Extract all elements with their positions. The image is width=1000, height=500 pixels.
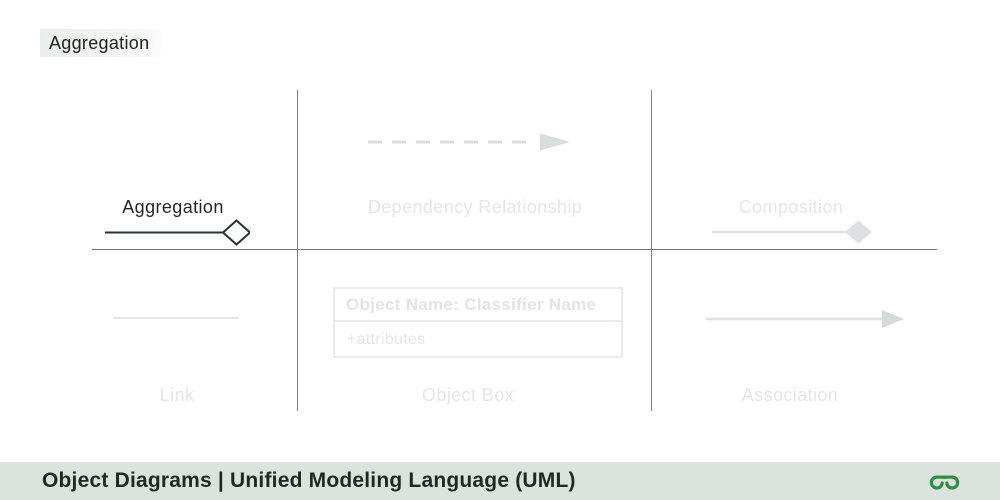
footer-bar: Object Diagrams | Unified Modeling Langu… (0, 462, 1000, 500)
geeksforgeeks-logo (929, 475, 960, 490)
cell-label-composition: Composition (738, 197, 844, 217)
dashed-arrow-icon (368, 133, 570, 151)
cell-object-box[interactable]: Object Name: Classifier Name +attributes… (297, 250, 651, 411)
grid-vertical-divider-2 (651, 90, 652, 411)
grid-horizontal-divider (92, 249, 937, 250)
object-box-icon: Object Name: Classifier Name +attributes (333, 287, 623, 358)
answer-chip[interactable]: Aggregation (40, 29, 162, 57)
cell-label-dependency: Dependency Relationship (367, 197, 583, 217)
object-box-attributes: +attributes (347, 331, 426, 348)
cell-link[interactable]: Link (92, 250, 297, 411)
arrow-icon (706, 310, 904, 328)
cell-association[interactable]: Association (651, 250, 937, 411)
aggregation-connector-icon (105, 219, 250, 246)
cell-label-object-box: Object Box (421, 385, 515, 405)
footer-title: Object Diagrams | Unified Modeling Langu… (42, 469, 576, 492)
grid-vertical-divider-1 (297, 90, 298, 411)
cell-composition[interactable]: Composition (651, 90, 937, 250)
cell-dependency[interactable]: Dependency Relationship (297, 90, 651, 250)
plain-line-icon (113, 317, 239, 319)
cell-label-link: Link (159, 385, 195, 405)
cell-label-association: Association (741, 385, 839, 405)
cell-aggregation[interactable]: Aggregation (92, 90, 297, 250)
object-box-title: Object Name: Classifier Name (335, 289, 621, 322)
cell-label-aggregation: Aggregation (122, 197, 224, 217)
filled-diamond-connector-icon (712, 220, 872, 244)
